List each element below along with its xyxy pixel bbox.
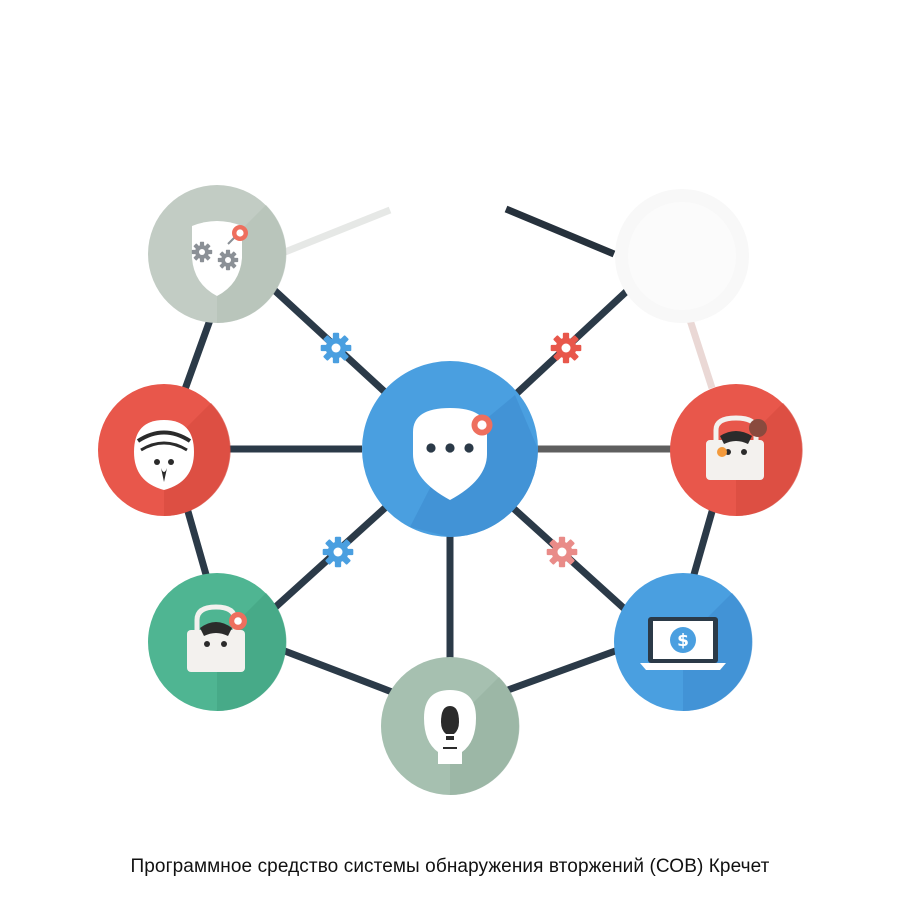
node-top-left: [148, 185, 287, 324]
node-mid-right: [670, 384, 803, 517]
link-midleft-bottomleft: [183, 507, 211, 579]
laptop-dollar-icon: $: [640, 617, 726, 670]
link-topleft-faint: [283, 206, 392, 256]
node-center: [362, 361, 538, 537]
hooded-face-icon: [134, 420, 194, 490]
svg-text:$: $: [677, 631, 689, 651]
speech-bubble-icon: [413, 408, 493, 500]
node-bottom-left: [148, 573, 287, 712]
node-mid-left: [98, 384, 231, 517]
gear-icon: [550, 332, 582, 364]
node-top-right: [615, 189, 749, 323]
node-bottom: [381, 657, 520, 796]
gear-icon: [322, 536, 354, 568]
link-topleft-midleft: [180, 318, 214, 394]
lightbulb-head-icon: [424, 690, 476, 764]
padlock-mask-icon: [706, 415, 767, 480]
padlock-mask-icon: [187, 604, 247, 672]
link-bottom-bottomright: [506, 646, 620, 694]
caption: Программное средство системы обнаружения…: [130, 856, 770, 877]
shield-gears-icon: [191, 221, 248, 296]
link-top-dark: [504, 205, 616, 258]
gear-icon: [320, 332, 352, 364]
link-bottomleft-bottom: [280, 646, 394, 696]
gear-icon: [546, 536, 578, 568]
link-midright-bottomright: [689, 507, 717, 579]
link-topright-faint: [686, 318, 716, 390]
node-bottom-right: $: [614, 573, 753, 712]
